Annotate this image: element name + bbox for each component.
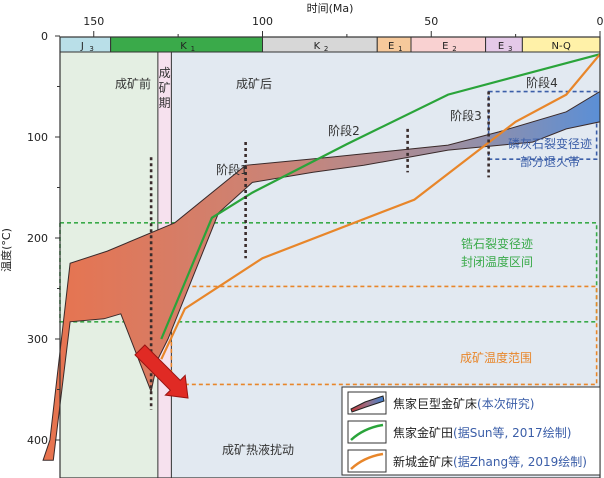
period-label-1: K [180, 41, 187, 52]
x-tick-label-3: 0 [597, 15, 604, 28]
zircon-label-line2: 封闭温度区间 [461, 254, 533, 269]
legend-name: 焦家巨型金矿床 [393, 396, 477, 411]
period-sub-3: 1 [398, 45, 402, 53]
x-tick-label-2: 50 [424, 15, 438, 28]
jiaojia-band-series [42, 90, 601, 461]
legend-name: 新城金矿床 [393, 454, 453, 469]
zircon-label-line1: 锆石裂变径迹 [461, 236, 533, 251]
legend-band-swatch [350, 395, 385, 413]
stage-label-4: 阶段4 [526, 75, 558, 90]
legend-item-jiaojia-giant: 焦家巨型金矿床(本次研究) [347, 391, 534, 415]
stage-label-3: 阶段3 [450, 108, 482, 123]
jiaojia-band [42, 90, 601, 461]
apatite-label-line1: 磷灰石裂变径迹 [508, 136, 592, 151]
legend-note: (据Sun等, 2017绘制) [453, 425, 571, 440]
period-label-4: E [442, 41, 448, 52]
x-axis-title: 时间(Ma) [307, 2, 354, 15]
svg-text:焦家金矿田(据Sun等, 2017绘制): 焦家金矿田(据Sun等, 2017绘制) [393, 425, 571, 440]
fluid-disturbance-arrow [134, 344, 189, 399]
zone-label-syn: 成矿期 [159, 66, 171, 110]
period-label-3: E [388, 41, 394, 52]
y-tick-label-0: 0 [41, 30, 48, 43]
jiaojia-field-line [160, 53, 601, 340]
period-sub-0: 3 [89, 45, 93, 53]
period-label-0: J [80, 41, 84, 52]
period-label-5: E [498, 41, 504, 52]
period-label-6: N-Q [552, 41, 571, 52]
legend-line-swatch [350, 423, 384, 441]
apatite-label-line2: 部分退火带 [520, 154, 580, 169]
stage-label-1: 阶段1 [216, 162, 248, 177]
legend-item-jiaojia-field: 焦家金矿田(据Sun等, 2017绘制) [347, 420, 571, 444]
period-label-2: K [314, 41, 321, 52]
zone-label-syn-char: 期 [159, 96, 171, 110]
svg-text:新城金矿床(据Zhang等, 2019绘制): 新城金矿床(据Zhang等, 2019绘制) [393, 454, 587, 469]
legend: 焦家巨型金矿床(本次研究) 焦家金矿田(据Sun等, 2017绘制) 新城金矿床… [341, 386, 601, 476]
y-tick-label-4: 400 [27, 434, 48, 447]
period-cell-0 [59, 36, 112, 53]
plot-border [59, 36, 601, 478]
zone-label-syn-char: 成 [159, 66, 171, 80]
legend-note: (据Zhang等, 2019绘制) [453, 454, 587, 469]
period-sub-5: 3 [508, 45, 512, 53]
x-tick-label-1: 100 [252, 15, 273, 28]
legend-name: 焦家金矿田 [393, 425, 453, 440]
stage-label-2: 阶段2 [328, 123, 360, 138]
legend-item-xincheng: 新城金矿床(据Zhang等, 2019绘制) [347, 449, 587, 473]
legend-line-swatch [350, 452, 384, 470]
y-tick-label-2: 200 [27, 232, 48, 245]
xincheng-line [160, 53, 601, 360]
plot-frame [59, 36, 601, 478]
zone-label-pre: 成矿前 [115, 76, 151, 91]
y-tick-label-1: 100 [27, 131, 48, 144]
period-sub-2: 2 [324, 45, 328, 53]
x-tick-label-0: 150 [83, 15, 104, 28]
line-series [160, 53, 601, 360]
axes: 时间(Ma) 150 100 50 0 温度(°C) 0 100 200 300 400 [0, 2, 604, 447]
zone-label-syn-char: 矿 [159, 81, 171, 95]
period-sub-1: 1 [191, 45, 195, 53]
apatite-fission-track-zone [487, 90, 598, 161]
period-sub-4: 2 [452, 45, 456, 53]
ore-temp-label: 成矿温度范围 [460, 350, 532, 365]
y-tick-label-3: 300 [27, 333, 48, 346]
zone-label-post: 成矿后 [236, 77, 272, 91]
legend-note: (本次研究) [477, 396, 534, 411]
svg-text:焦家巨型金矿床(本次研究): 焦家巨型金矿床(本次研究) [393, 396, 534, 411]
y-axis-title: 温度(°C) [0, 228, 13, 272]
fluid-label: 成矿热液扰动 [222, 442, 294, 457]
